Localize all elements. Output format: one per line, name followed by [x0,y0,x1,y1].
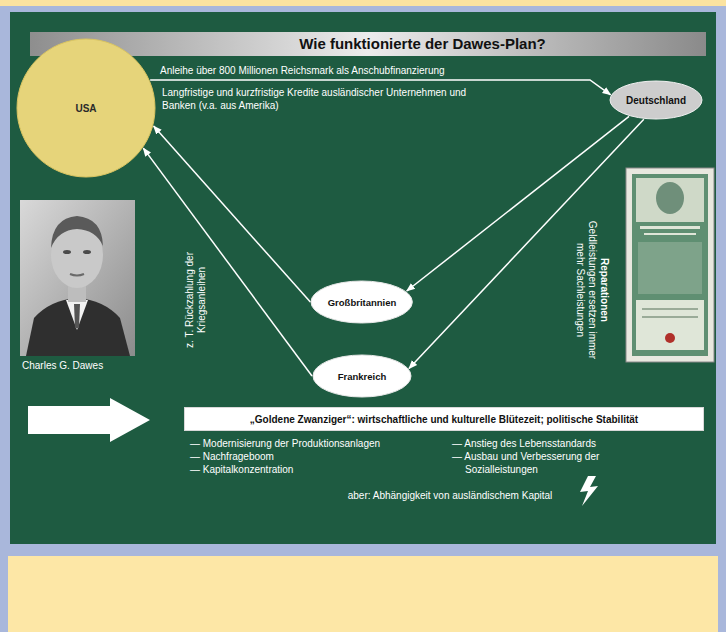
country-ellipse-shape [311,281,412,323]
reparation-note: Geldleistungen ersetzen immer mehr Sachl… [574,218,598,363]
repayment-note: z. T. Rückzahlung der Kriegsanleihen [184,250,208,350]
diagram-title: Wie funktionierte der Dawes-Plan? [140,34,705,54]
bond-head [636,178,704,222]
credit-note: Langfristige und kurzfristige Kredite au… [162,86,497,112]
bond-figure [656,182,684,214]
portrait-photo [20,200,135,356]
portrait-caption: Charles G. Dawes [22,359,152,372]
top-strip [0,0,726,6]
bond-line [640,226,700,229]
reparation-heading: Reparationen [598,218,610,363]
lightning-symbol [580,476,598,506]
bond-paper [626,168,714,362]
effect-item: — Kapitalkonzentration [190,463,440,476]
flow-arrow [154,126,311,302]
warning-note: aber: Abhängigkeit von ausländischem Kap… [300,489,600,502]
result-arrow [28,398,150,442]
bottom-panel [8,556,718,632]
bond-border [632,174,708,356]
photo-eye [63,250,71,254]
title-bar [30,32,706,56]
photo-suit [26,298,130,356]
photo-ground [20,200,135,356]
photo-hair [51,216,103,248]
country-ellipse: Deutschland [609,80,703,120]
bond-seal [665,333,675,343]
flow-arrow [143,148,312,376]
effect-item: — Anstieg des Lebensstandards [452,437,672,450]
photo-tie [74,304,80,328]
effect-item: — Modernisierung der Produktionsanlagen [190,437,440,450]
node-label: Frankreich [338,371,387,382]
country-ellipse: Frankreich [312,354,412,398]
country-circle: USA [16,38,156,178]
effect-item: — Ausbau und Verbesserung der Sozialleis… [452,450,643,476]
bond-line [642,316,698,318]
bond-certificate [626,168,714,362]
country-circle-shape [17,39,155,177]
green-panel [10,12,716,544]
edge-label: Anleihe über 800 Millionen Reichsmark al… [160,64,600,77]
photo-eye [83,250,91,254]
photo-mouth [70,274,84,276]
result-band: „Goldene Zwanziger“: wirtschaftliche und… [184,407,704,431]
node-label: Großbritannien [328,297,397,308]
photo-collar [66,300,88,330]
node-label: USA [75,103,96,114]
bond-line [644,233,696,235]
node-label: Deutschland [626,95,686,106]
reparation-notes: ReparationenGeldleistungen ersetzen imme… [574,218,610,363]
country-ellipse-shape [610,81,702,119]
bond-line [642,308,698,310]
bond-panel [638,242,702,294]
country-ellipse-shape [313,355,411,397]
country-ellipse: Großbritannien [310,280,413,324]
effect-item: — Nachfrageboom [190,450,440,463]
flow-arrow [409,119,644,368]
bond-foot [636,300,704,350]
node-label: „Goldene Zwanziger“: wirtschaftliche und… [250,414,638,425]
